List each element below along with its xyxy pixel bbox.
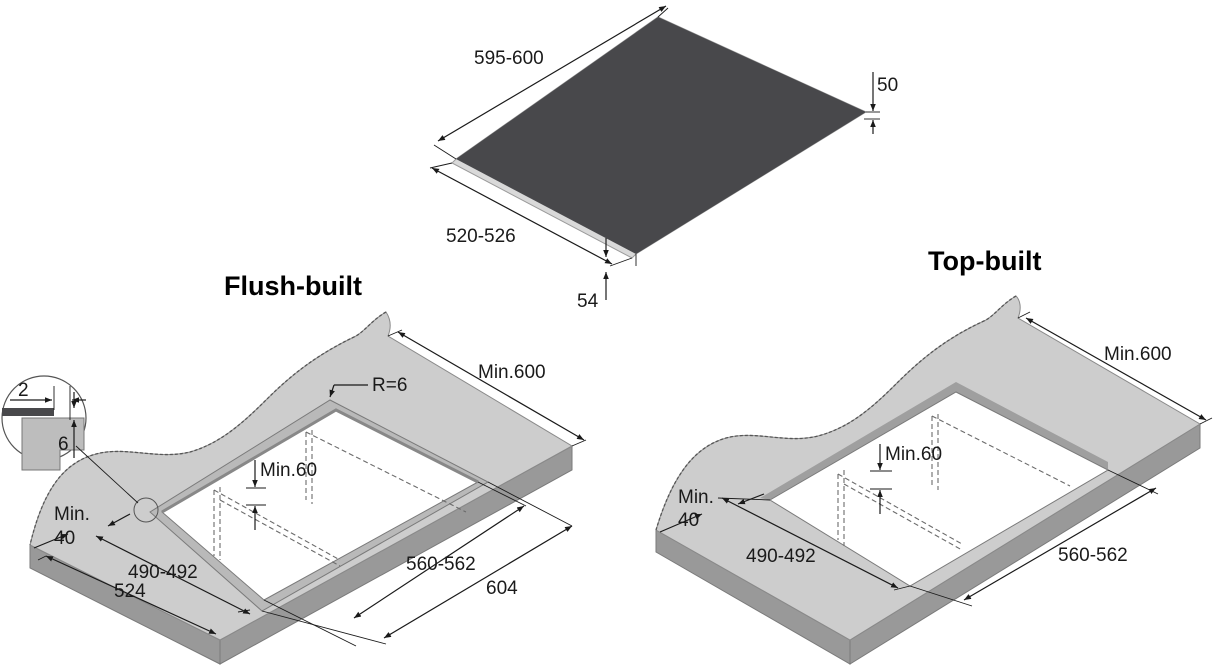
- flush-radius-label: R=6: [372, 375, 407, 396]
- detail-depth-label: 6: [58, 434, 69, 455]
- flush-cutout-width-label: 560-562: [406, 554, 476, 575]
- hob-length-dimension-line: [437, 5, 667, 142]
- hob-depth-dimension-line: [431, 167, 613, 265]
- detail-gap-label: 2: [18, 380, 29, 401]
- top-min-depth-label: Min.600: [1104, 344, 1172, 365]
- hob-depth-label: 520-526: [446, 226, 516, 247]
- flush-rebate-depth-label: 524: [114, 581, 146, 602]
- top-built-drawing: Top-built Min.600 Min.60 Min: [655, 246, 1213, 665]
- flush-rebate-width-label: 604: [486, 578, 518, 599]
- flush-detail-callout: 2 6: [1, 375, 159, 523]
- top-cutout-depth-label: 490-492: [746, 546, 816, 567]
- hob-height-label: 54: [577, 291, 599, 312]
- top-built-title: Top-built: [928, 246, 1041, 276]
- hob-length-label: 595-600: [474, 48, 544, 69]
- flush-cutout-depth-label: 490-492: [128, 562, 198, 583]
- top-min-front-label-line2: 40: [678, 510, 699, 531]
- flush-built-drawing: Flush-built: [1, 271, 587, 665]
- flush-min-depth-label: Min.600: [478, 362, 546, 383]
- top-min-clearance-label: Min.60: [885, 444, 942, 465]
- hob-drawing: 595-600 520-526 50 54: [429, 5, 898, 312]
- flush-min-front-label-line1: Min.: [54, 504, 90, 525]
- hob-thickness-label: 50: [877, 75, 898, 96]
- top-cutout-width-label: 560-562: [1058, 545, 1128, 566]
- flush-min-clearance-label: Min.60: [260, 460, 317, 481]
- top-min-front-label-line1: Min.: [678, 487, 714, 508]
- flush-built-title: Flush-built: [224, 271, 362, 301]
